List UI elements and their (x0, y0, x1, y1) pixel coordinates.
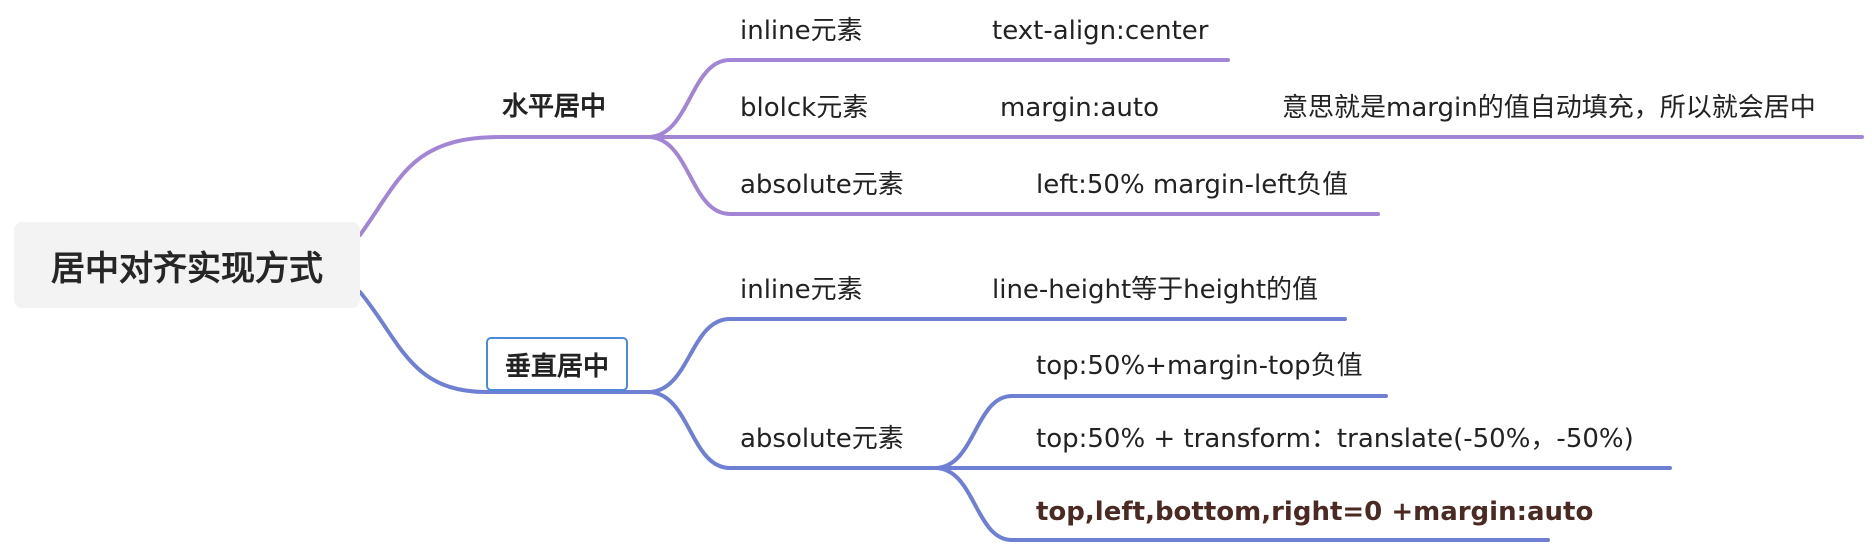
h-block-label: blolck元素 (740, 93, 869, 123)
connector-v-inline (646, 317, 1347, 394)
v-absolute-label: absolute元素 (740, 424, 904, 454)
v-inline-label: inline元素 (740, 275, 863, 305)
h-inline-label: inline元素 (740, 16, 863, 46)
connector-h-inline (646, 58, 1230, 139)
connector-root-horizontal (358, 135, 650, 237)
v-abs-option-2: top:50% + transform：translate(-50%，-50%) (1036, 424, 1634, 454)
v-abs-option-1: top:50%+margin-top负值 (1036, 351, 1363, 381)
branch-vertical-label: 垂直居中 (486, 337, 628, 391)
v-inline-value: line-height等于height的值 (992, 275, 1319, 305)
h-inline-value: text-align:center (992, 16, 1209, 46)
connector-v-abs-opt1 (933, 394, 1388, 470)
h-absolute-label: absolute元素 (740, 170, 904, 200)
connector-v-abs-opt3 (933, 466, 1550, 542)
h-block-note: 意思就是margin的值自动填充，所以就会居中 (1282, 93, 1816, 123)
branch-horizontal-label: 水平居中 (502, 92, 607, 122)
connector-h-absolute (646, 135, 1380, 216)
connector-v-absolute (646, 390, 937, 470)
root-node: 居中对齐实现方式 (14, 222, 360, 308)
h-absolute-value: left:50% margin-left负值 (1036, 170, 1349, 200)
h-block-value: margin:auto (1000, 93, 1159, 123)
connector-root-vertical (358, 290, 650, 394)
v-abs-option-3: top,left,bottom,right=0 +margin:auto (1036, 497, 1594, 527)
